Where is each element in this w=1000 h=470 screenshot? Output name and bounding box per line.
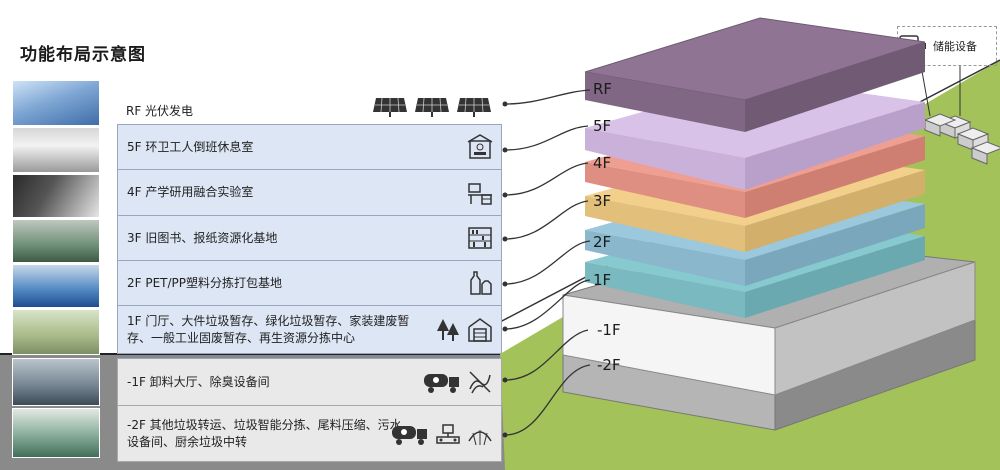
floor-tag-2f: 2F [593, 233, 611, 251]
floor-tag-rf: RF [593, 80, 612, 98]
floor-tag-b2: -2F [597, 356, 621, 374]
floor-tag-3f: 3F [593, 192, 611, 210]
floor-tag-4f: 4F [593, 154, 611, 172]
floor-tag-5f: 5F [593, 117, 611, 135]
floor-tag-1f: 1F [593, 271, 611, 289]
floor-tag-b1: -1F [597, 321, 621, 339]
storage-blocks [920, 60, 1000, 164]
